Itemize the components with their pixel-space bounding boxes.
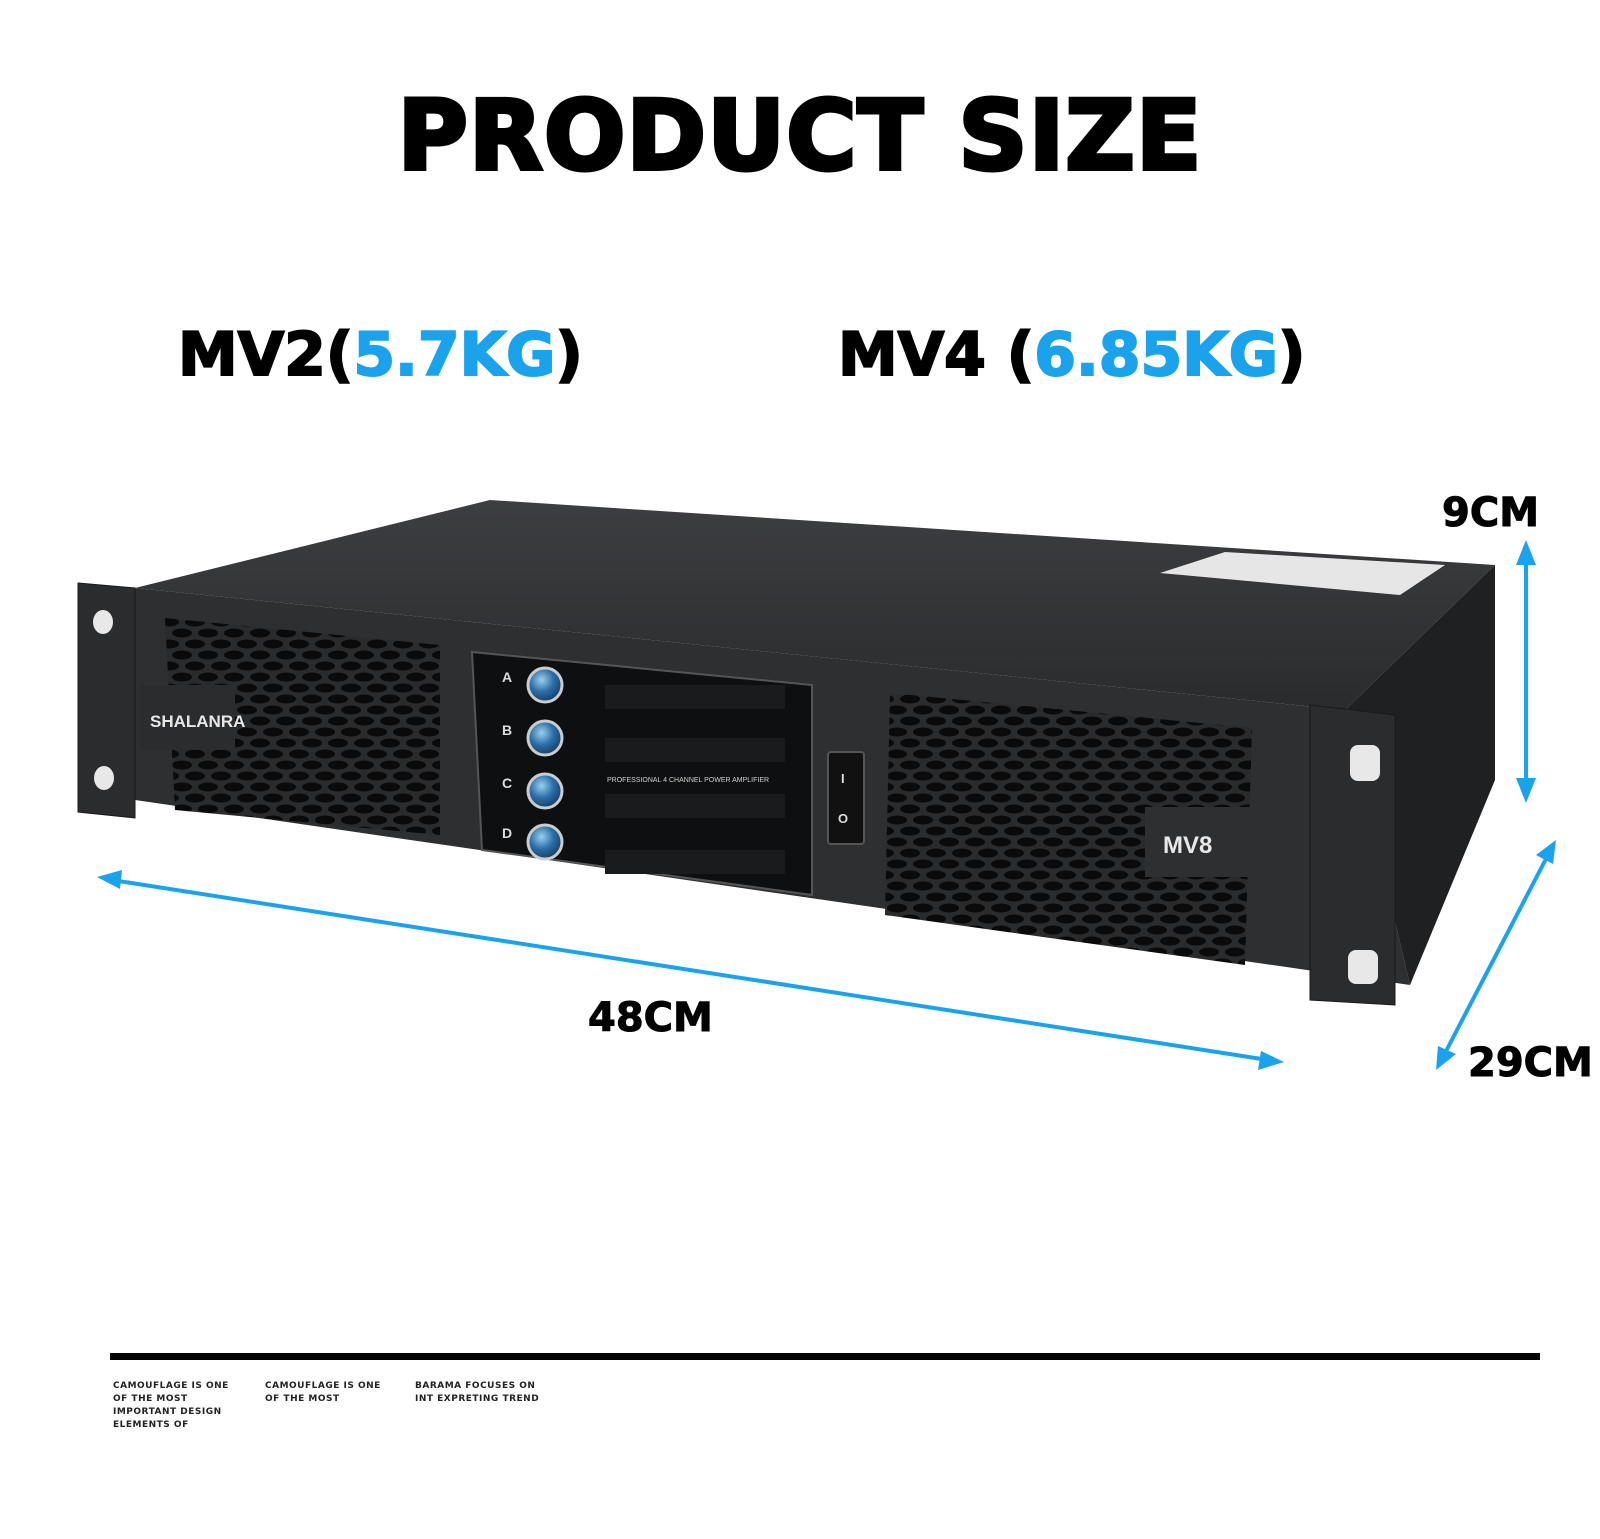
model-mv4-name: MV4 ( [837,319,1035,391]
gain-knob-c-icon[interactable] [526,772,564,810]
gain-knob-b-icon[interactable] [526,719,564,757]
page-title: PRODUCT SIZE [396,78,1204,194]
height-arrow-head-top-icon [1516,540,1536,565]
model-mv2-weight-value: 5.7KG [352,319,556,391]
model-mv4-close: ) [1277,319,1306,391]
depth-arrow [1442,854,1550,1056]
brand-logo: SHALANRA [150,712,245,731]
channel-b-label: B [502,722,512,738]
channel-a-label: A [502,669,512,685]
left-rack-ear [77,582,136,819]
rack-hole-icon [1350,745,1380,781]
power-switch[interactable] [827,751,865,845]
width-dimension: 48CM [588,995,714,1042]
right-vent-grille [885,693,1252,965]
led-meter-c [605,794,785,818]
model-badge: MV8 [1163,832,1212,859]
power-switch-on-label: I [841,771,845,786]
depth-arrow-head-top-icon [1536,840,1556,864]
rack-hole-icon [1348,950,1378,984]
depth-arrow-head-bottom-icon [1436,1046,1456,1070]
channel-c-label: C [502,775,512,791]
model-mv4-weight-value: 6.85KG [1033,319,1279,391]
gain-knob-d-icon[interactable] [526,823,564,861]
model-badge-plate [1145,807,1255,877]
model-mv4-weight: MV4 (6.85KG) [837,319,1306,391]
left-vent-grille [165,618,440,835]
device-top-lid [135,500,1495,710]
channel-c-row: C [502,772,785,818]
depth-dimension: 29CM [1468,1040,1594,1087]
width-arrow-head-right-icon [1258,1051,1284,1070]
channel-d-row: D [502,823,785,874]
model-mv2-weight: MV2(5.7KG) [177,319,584,391]
model-mv2-close: ) [554,319,583,391]
channel-a-row: A [502,666,785,709]
footer-text-2: CAMOUFLAGE IS ONE OF THE MOST [265,1381,381,1404]
height-arrow-head-bottom-icon [1516,778,1536,803]
height-dimension: 9CM [1442,490,1540,537]
footer-text-1: CAMOUFLAGE IS ONE OF THE MOST IMPORTANT … [113,1381,229,1430]
width-arrow-head-left-icon [97,870,122,889]
power-switch-off-label: O [838,811,848,826]
led-meter-d [605,850,785,874]
led-meter-b [605,738,785,762]
label-sticker [1160,552,1445,595]
device-side-panel [1345,565,1495,985]
led-meter-a [605,685,785,709]
model-mv2-name: MV2( [177,319,354,391]
channel-d-label: D [502,825,512,841]
footer-text-3: BARAMA FOCUSES ON INT EXPRETING TREND [415,1381,540,1404]
rack-hole-icon [93,610,113,634]
footer-divider [110,1353,1540,1360]
display-caption: PROFESSIONAL 4 CHANNEL POWER AMPLIFIER [607,777,769,784]
rack-hole-icon [94,766,114,790]
width-arrow [111,878,1269,1062]
gain-knob-a-icon[interactable] [526,666,564,704]
channel-b-row: B [502,719,785,762]
brand-plate [140,685,235,750]
